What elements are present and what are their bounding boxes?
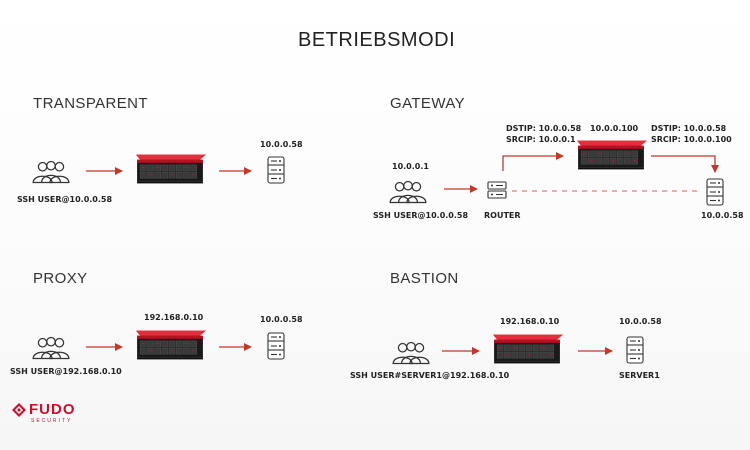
- bastion-users-icon: [392, 341, 430, 365]
- transparent-user-label: SSH USER@10.0.0.58: [17, 195, 113, 204]
- proxy-users-icon: [32, 336, 70, 360]
- bastion-appliance-icon: [492, 334, 563, 364]
- logo-mark-icon: [12, 403, 26, 417]
- gateway-server-icon: [706, 178, 724, 206]
- logo-tagline: SECURITY: [31, 418, 73, 424]
- gateway-right-srcip: SRCIP: 10.0.0.100: [651, 135, 732, 144]
- transparent-server-label: 10.0.0.58: [260, 140, 303, 149]
- proxy-box-ip: 192.168.0.10: [144, 313, 204, 322]
- proxy-server-label: 10.0.0.58: [260, 315, 303, 324]
- gateway-left-dstip: DSTIP: 10.0.0.58: [506, 124, 582, 133]
- gateway-appliance-icon: [576, 140, 647, 170]
- bastion-user-label: SSH USER#SERVER1@192.168.0.10: [350, 371, 510, 380]
- transparent-heading: TRANSPARENT: [33, 95, 148, 112]
- fudo-logo: FUDO SECURITY: [12, 402, 102, 428]
- gateway-right-dstip: DSTIP: 10.0.0.58: [651, 124, 727, 133]
- transparent-appliance-icon: [135, 154, 206, 184]
- transparent-users-icon: [32, 160, 70, 184]
- bastion-server-name: SERVER1: [619, 371, 660, 380]
- gateway-heading: GATEWAY: [390, 95, 466, 112]
- proxy-heading: PROXY: [33, 270, 88, 287]
- proxy-appliance-icon: [135, 330, 206, 360]
- gateway-left-srcip: SRCIP: 10.0.0.1: [506, 135, 576, 144]
- logo-name: FUDO: [29, 401, 76, 418]
- gateway-arrow-down: [651, 155, 719, 173]
- gateway-box-ip: 10.0.0.100: [590, 124, 639, 133]
- bastion-server-ip: 10.0.0.58: [619, 317, 662, 326]
- gateway-users-icon: [389, 180, 427, 204]
- proxy-user-label: SSH USER@192.168.0.10: [10, 367, 122, 376]
- gateway-server-label: 10.0.0.58: [701, 211, 744, 220]
- bastion-box-ip: 192.168.0.10: [500, 317, 560, 326]
- transparent-server-icon: [267, 156, 285, 184]
- page-title: BETRIEBSMODI: [298, 29, 456, 51]
- gateway-client-ip: 10.0.0.1: [392, 162, 429, 171]
- gateway-arrow-up: [502, 152, 564, 171]
- bastion-heading: BASTION: [390, 270, 459, 287]
- gateway-user-label: SSH USER@10.0.0.58: [373, 211, 469, 220]
- bastion-server-icon: [626, 336, 644, 364]
- router-label: ROUTER: [484, 211, 521, 220]
- router-icon: [487, 181, 507, 199]
- proxy-server-icon: [267, 332, 285, 360]
